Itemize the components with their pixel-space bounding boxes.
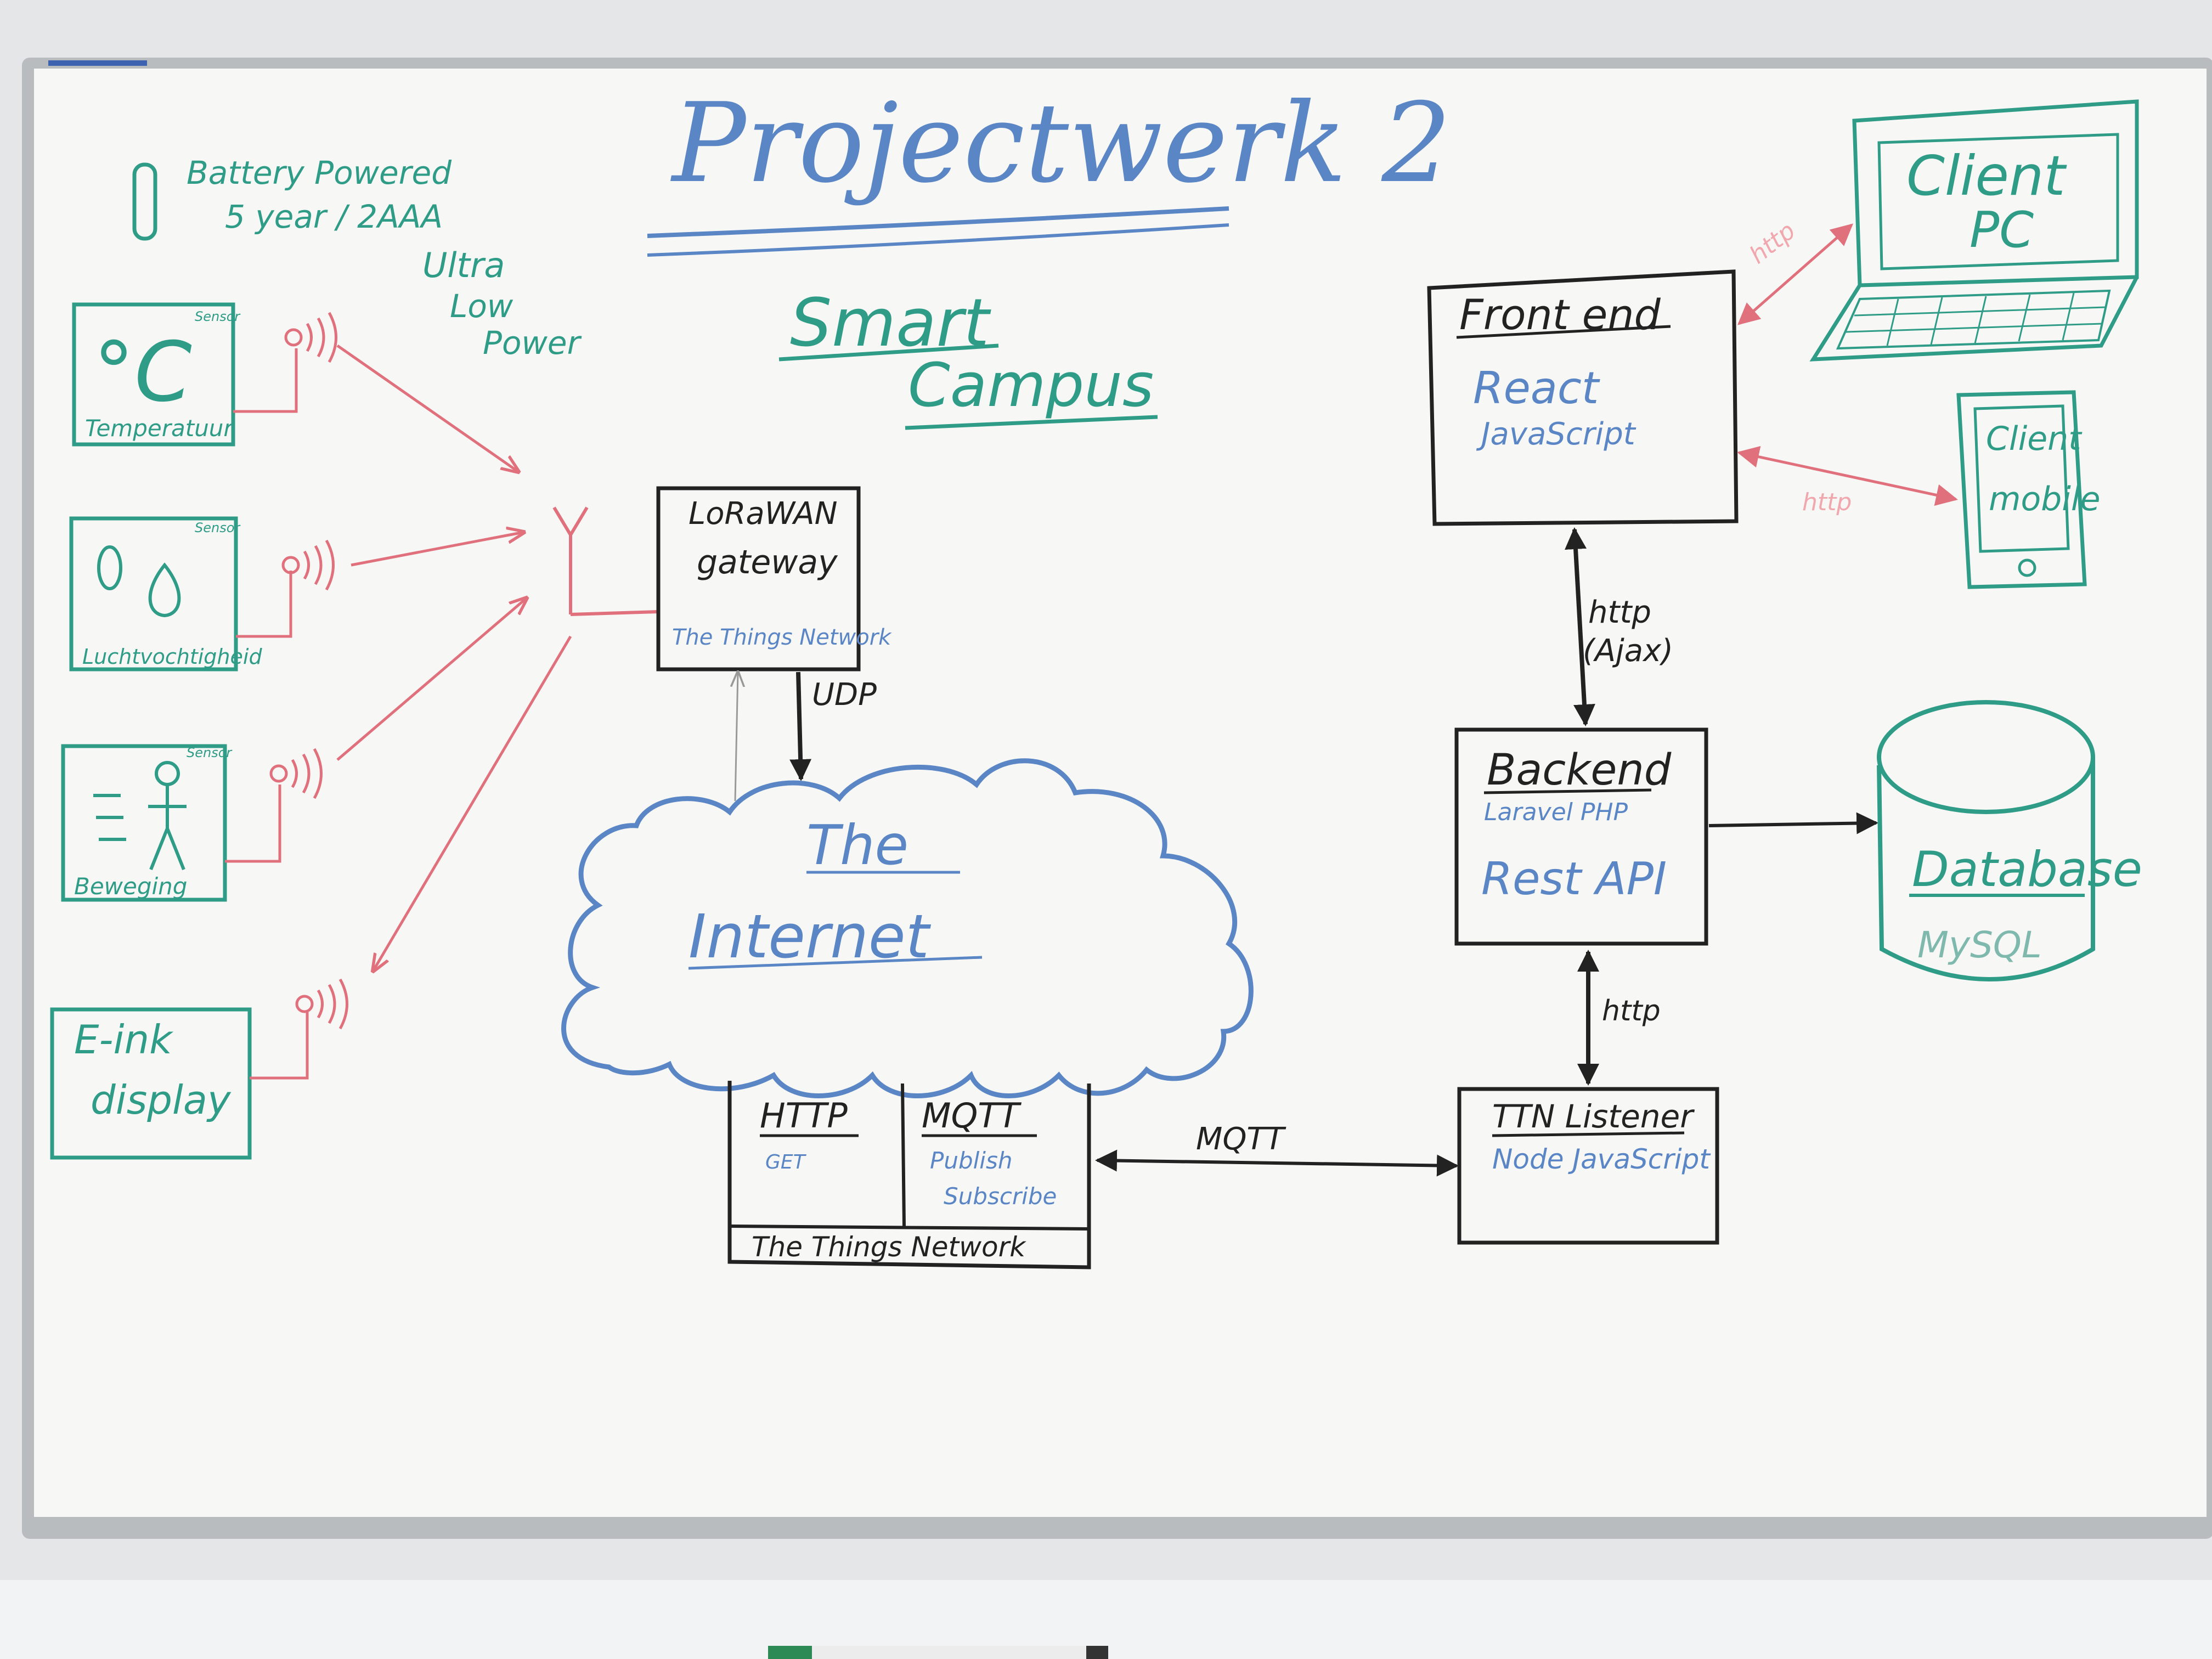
sensor-label: Luchtvochtigheid — [82, 645, 262, 669]
db-arrow — [1708, 812, 1878, 834]
http-ajax-arrow — [1565, 527, 1595, 726]
sensor-label: Beweging — [74, 873, 187, 900]
stick-figure-icon — [93, 761, 187, 871]
page-title: Projectwerk 2 — [670, 80, 1452, 207]
sensor-links — [336, 344, 572, 971]
ttn-mqtt-sub1: Publish — [930, 1147, 1012, 1174]
ultra-line2: Low — [450, 287, 514, 325]
ttn-mqtt-title: MQTT — [922, 1096, 1022, 1136]
drop-icon — [148, 562, 181, 618]
client-mobile-line1: Client — [1986, 420, 2083, 458]
gateway-line2: gateway — [697, 543, 838, 582]
frontend-sub1: React — [1473, 363, 1600, 414]
http-ajax-line1: http — [1588, 595, 1651, 630]
internet-cloud — [561, 758, 1254, 1098]
ttn-mqtt-sub2: Subscribe — [944, 1183, 1057, 1210]
http-backend-label: http — [1602, 995, 1661, 1028]
title-underline-1 — [647, 206, 1229, 238]
udp-label: UDP — [812, 677, 877, 713]
sensor-label: Temperatuur — [85, 415, 234, 442]
sensor-tag: Sensor — [195, 309, 241, 324]
battery-line1: Battery Powered — [187, 154, 452, 191]
drop-icon — [97, 545, 122, 590]
marker-black — [1086, 1646, 1108, 1659]
eink-line2: display — [91, 1077, 232, 1123]
backend-box: Backend Laravel PHP Rest API — [1454, 727, 1708, 946]
campus-underline — [905, 415, 1158, 430]
sensor-tag: Sensor — [187, 745, 233, 760]
ttn-listener: TTN Listener Node JavaScript — [1457, 1087, 1719, 1245]
ultra-line3: Power — [483, 324, 582, 362]
backend-title: Backend — [1487, 746, 1672, 795]
gateway-line3: The Things Network — [672, 625, 892, 650]
smart-underline — [778, 343, 999, 362]
title-underline-2 — [647, 223, 1229, 257]
eink-display: E-ink display — [50, 1007, 309, 1160]
brand-label — [48, 60, 147, 66]
mqtt-label: MQTT — [1196, 1121, 1286, 1157]
sensor-temperature: Sensor °C Temperatuur — [72, 302, 298, 447]
ttn-box: HTTP GET MQTT Publish Subscribe The Thin… — [727, 1081, 1091, 1269]
listener-title: TTN Listener — [1492, 1098, 1695, 1135]
http-ajax-line2: (Ajax) — [1583, 633, 1673, 669]
udp-arrow — [789, 672, 812, 781]
internet-line1: The — [806, 813, 909, 877]
eink-line1: E-ink — [74, 1017, 174, 1063]
backend-sub1: Laravel PHP — [1484, 798, 1628, 826]
http-pc-arrow — [1737, 223, 1854, 325]
battery-line2: 5 year / 2AAA — [225, 198, 443, 235]
ttn-http-sub: GET — [765, 1151, 807, 1173]
marker-green — [768, 1646, 812, 1659]
http-mobile-arrow — [1737, 446, 1958, 506]
database-title: Database — [1912, 841, 2142, 898]
ttn-http-title: HTTP — [760, 1096, 848, 1136]
client-pc-line2: PC — [1970, 201, 2034, 259]
battery-icon — [132, 162, 157, 241]
antenna-icon — [552, 506, 659, 616]
subtitle-campus: Campus — [908, 350, 1154, 420]
database-sub: MySQL — [1917, 924, 2042, 966]
ttn-footer: The Things Network — [752, 1231, 1026, 1263]
gateway-line1: LoRaWAN — [689, 496, 837, 532]
celsius-symbol: °C — [93, 325, 192, 420]
frontend-box: Front end React JavaScript — [1427, 269, 1739, 526]
sensor-motion: Sensor Beweging — [61, 744, 281, 902]
client-mobile-link: http — [1802, 488, 1852, 516]
frontend-sub2: JavaScript — [1476, 416, 1637, 452]
radio-waves — [269, 312, 348, 1030]
database-cylinder: Database MySQL — [1877, 700, 2142, 981]
client-mobile-line2: mobile — [1989, 480, 2101, 518]
sensor-humidity: Sensor Luchtvochtigheid — [69, 516, 292, 672]
mqtt-arrow — [1095, 1149, 1459, 1177]
keyboard-icon — [1836, 289, 2111, 350]
client-mobile-phone: Client mobile — [1956, 390, 2101, 589]
listener-sub: Node JavaScript — [1492, 1143, 1711, 1175]
ultra-line1: Ultra — [422, 245, 505, 285]
client-pc-laptop: Client PC — [1809, 99, 2139, 362]
backend-sub2: Rest API — [1481, 853, 1667, 905]
sensor-tag: Sensor — [195, 520, 241, 535]
lorawan-gateway: LoRaWAN gateway The Things Network — [656, 486, 892, 672]
gray-uplink — [735, 672, 738, 802]
marker-white — [812, 1646, 1086, 1659]
client-pc-line1: Client — [1906, 144, 2067, 208]
